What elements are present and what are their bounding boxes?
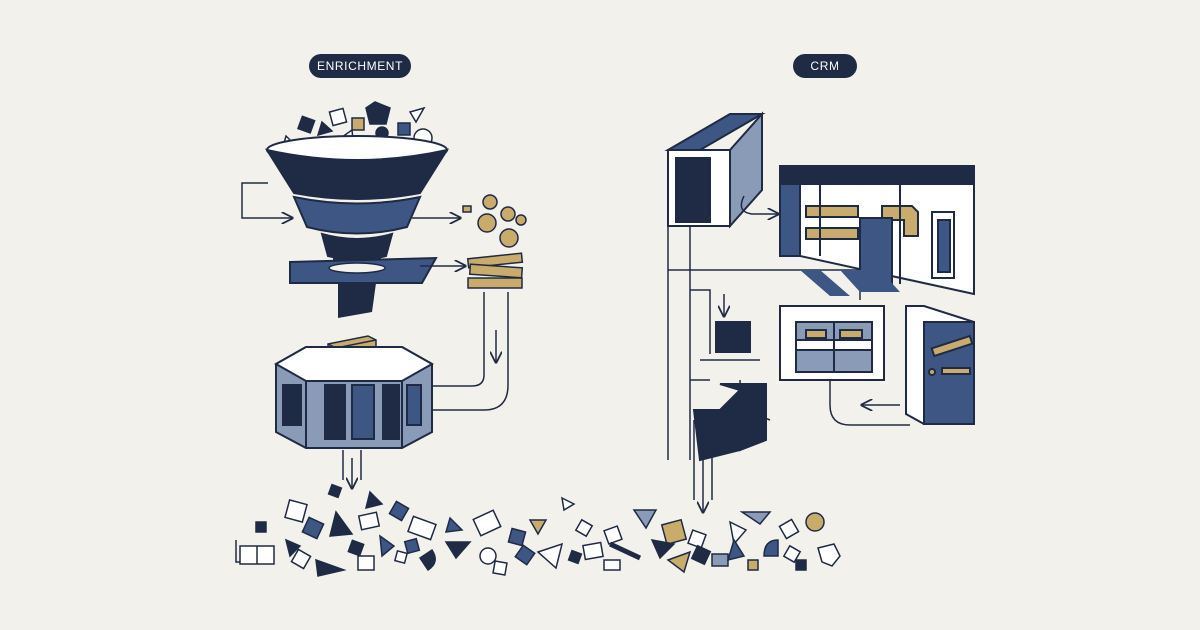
crm-shade-strips xyxy=(800,270,900,296)
crm-right-panel xyxy=(905,305,975,425)
funnel-top xyxy=(264,135,450,200)
enriched-stack xyxy=(466,252,524,289)
machine-output-arrows xyxy=(342,450,362,488)
funnel-middle xyxy=(292,195,422,235)
processing-machine xyxy=(273,346,435,449)
crm-output-arrows xyxy=(693,420,713,512)
crm-lower-panel xyxy=(692,383,767,462)
crm-small-square xyxy=(715,321,751,353)
enrichment-label: ENRICHMENT xyxy=(309,54,411,78)
enriched-coins xyxy=(462,194,527,248)
scattered-data-fragments xyxy=(235,483,841,577)
crm-hook-arrow xyxy=(740,195,778,214)
funnel-arrows xyxy=(241,182,465,266)
return-pipe xyxy=(432,292,509,411)
crm-entry-block xyxy=(664,111,766,229)
funnel-plate xyxy=(289,256,438,318)
crm-label: CRM xyxy=(793,54,857,78)
crm-cabinet xyxy=(779,305,885,381)
